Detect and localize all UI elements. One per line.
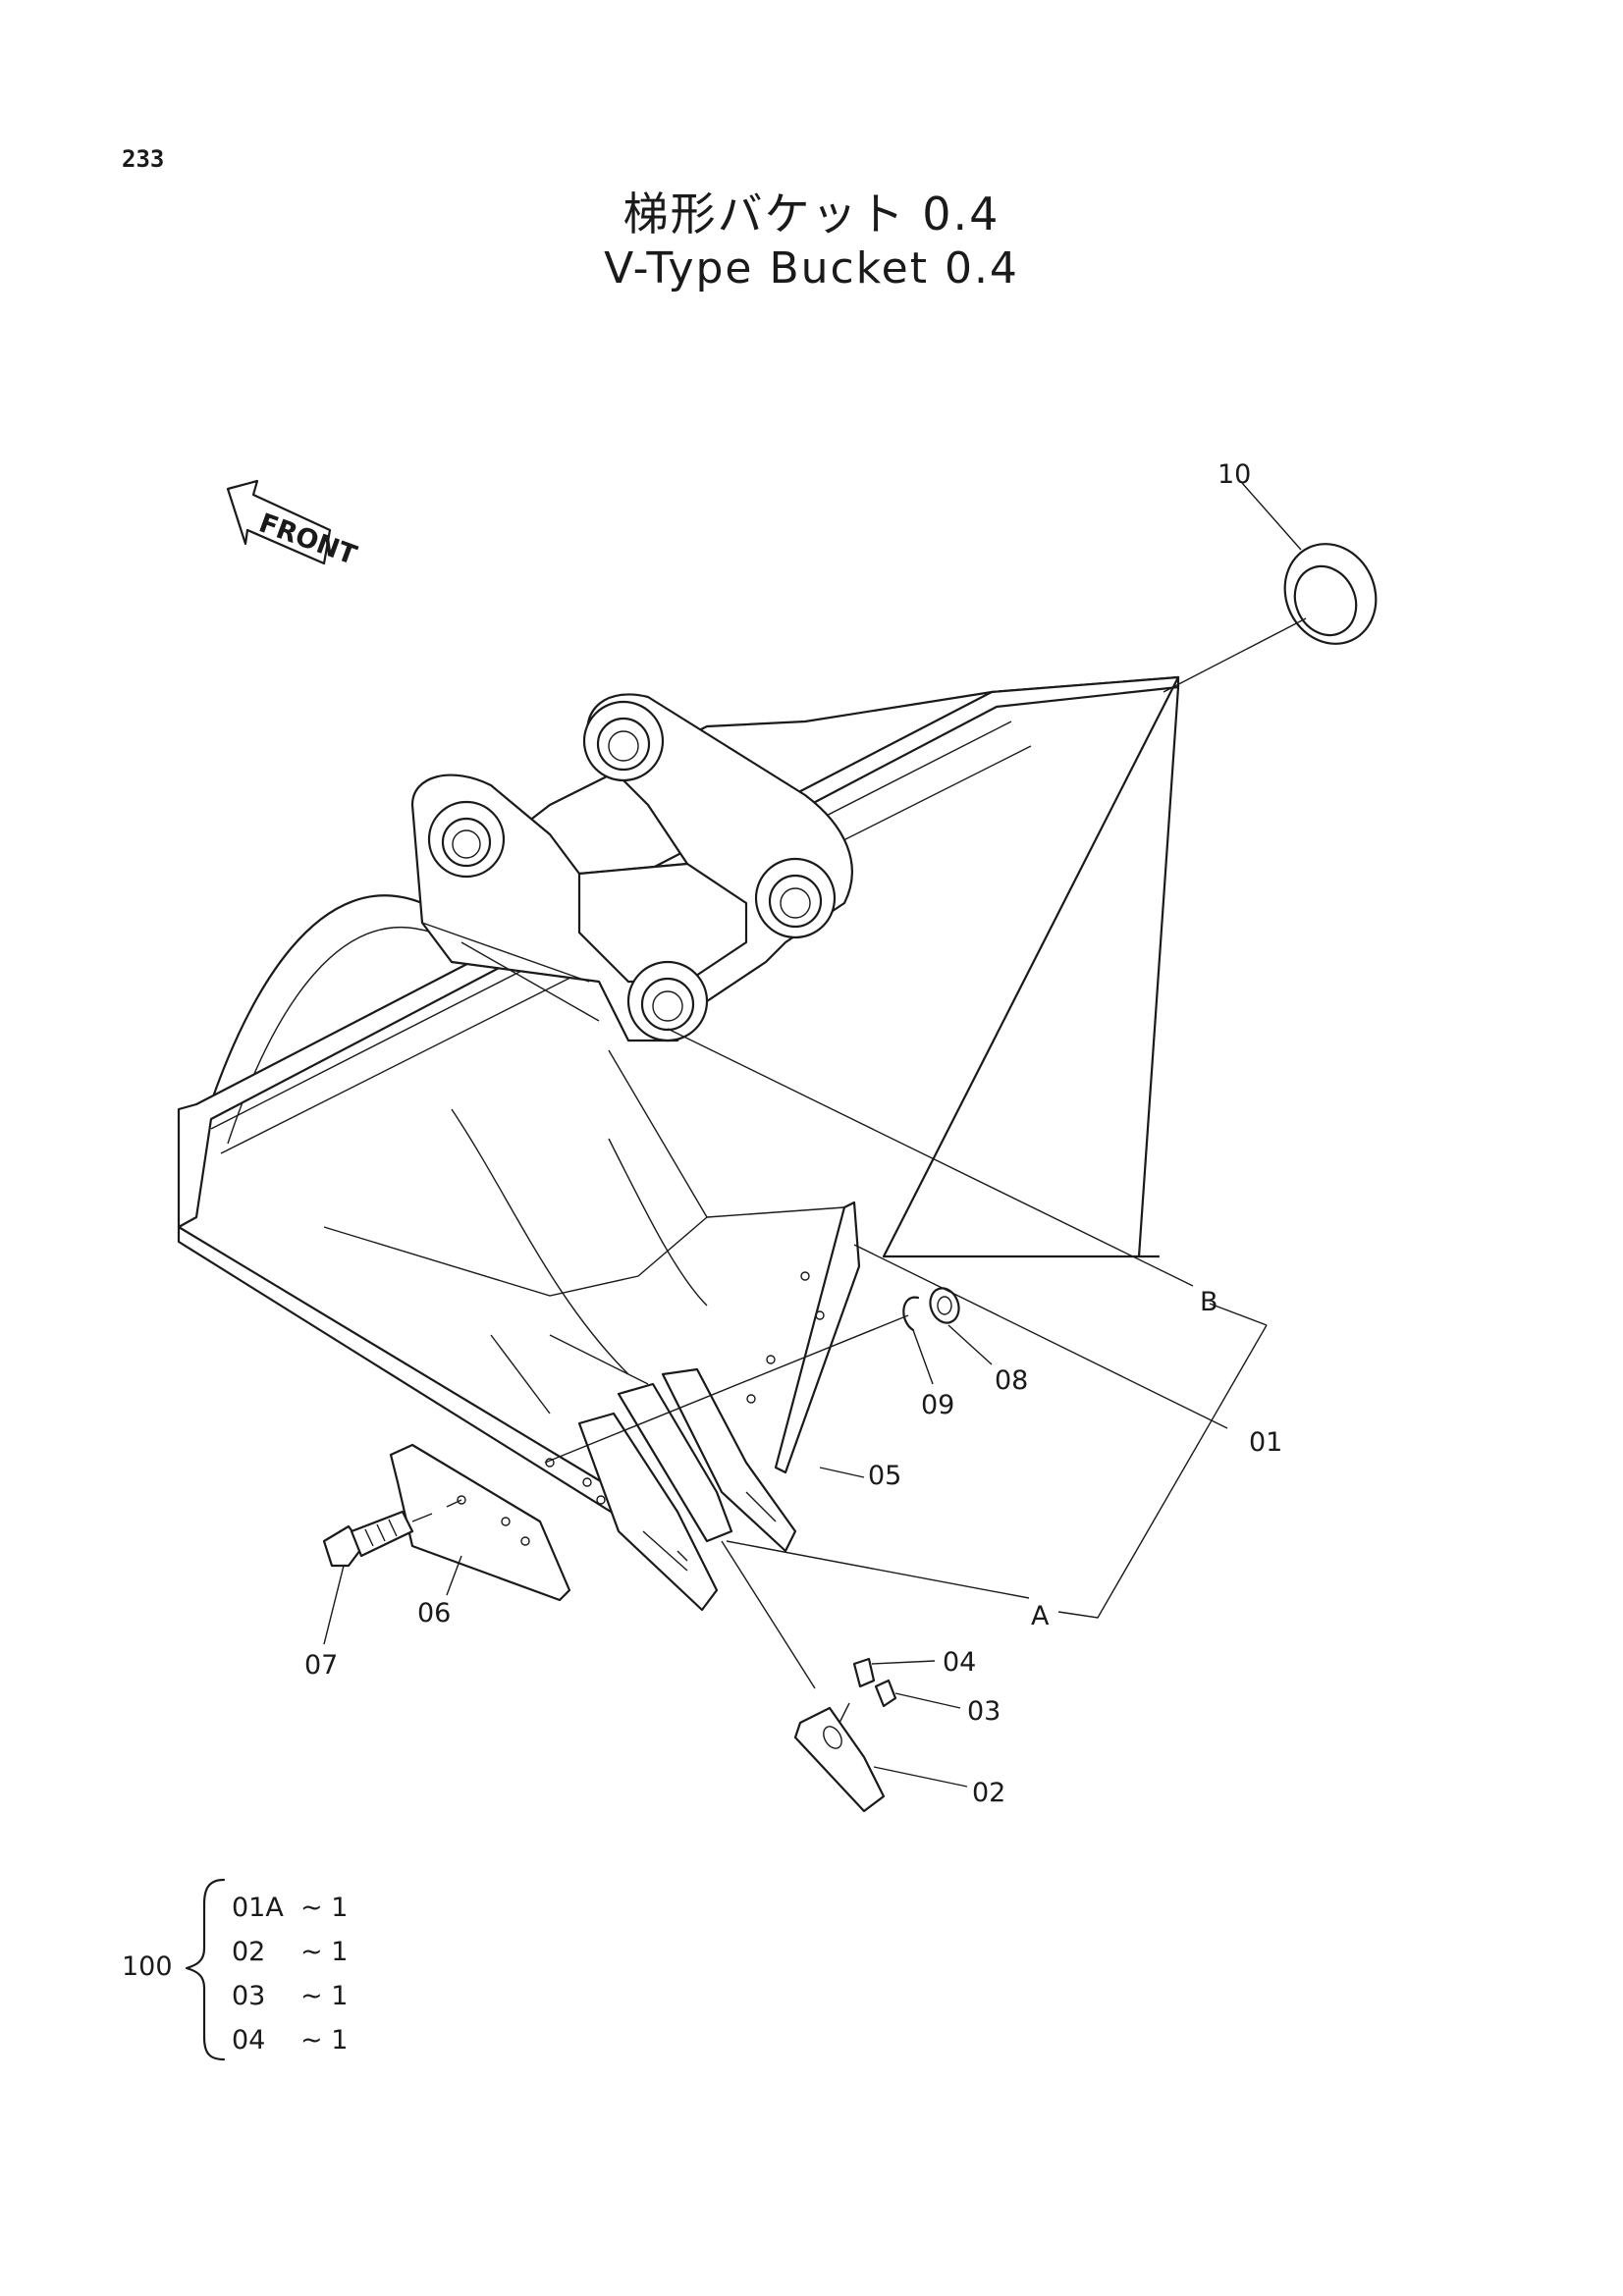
- part-07-bolt: [322, 1510, 433, 1645]
- callout-05: 05: [868, 1461, 901, 1491]
- bucket-teeth: [577, 1367, 797, 1612]
- pin-boss-top-right: [582, 700, 665, 782]
- callout-10: 10: [1217, 459, 1251, 490]
- callout-01: 01: [1249, 1427, 1282, 1458]
- title-english: V-Type Bucket 0.4: [604, 243, 1019, 294]
- kit-item-part: 03: [232, 1981, 266, 2011]
- part-04-pin: [839, 1657, 936, 1724]
- kit-item-qty: ~ 1: [300, 1937, 349, 1967]
- callout-06: 06: [417, 1598, 451, 1629]
- page-number: 233: [122, 145, 165, 173]
- title-japanese: 梯形バケット 0.4: [622, 187, 1001, 240]
- kit-item-qty: ~ 1: [300, 1981, 349, 2011]
- callout-07: 07: [304, 1650, 338, 1681]
- bucket-bracket: [410, 693, 853, 1042]
- callout-B: B: [1200, 1287, 1218, 1317]
- pin-boss-top-left: [427, 800, 506, 879]
- front-label: FRONT: [255, 507, 361, 571]
- callout-03: 03: [967, 1696, 1001, 1727]
- kit-brace: [185, 1878, 226, 2061]
- kit-item-part: 01A: [232, 1893, 284, 1923]
- part-08-nut: [929, 1287, 993, 1365]
- part-06-side-cutter: [389, 1443, 571, 1602]
- part-02-tooth-point: [793, 1706, 968, 1813]
- part-03-lock: [874, 1679, 961, 1709]
- kit-item-part: 04: [232, 2025, 266, 2056]
- callout-08: 08: [995, 1365, 1028, 1396]
- assembly-leaders: [667, 1028, 1268, 1619]
- kit-number: 100: [122, 1951, 173, 1982]
- pin-boss-bottom: [626, 960, 709, 1042]
- kit-item-qty: ~ 1: [300, 1893, 349, 1923]
- front-arrow-icon: FRONT: [226, 479, 361, 571]
- callout-02: 02: [972, 1778, 1005, 1808]
- callout-04: 04: [943, 1647, 976, 1678]
- callout-A: A: [1031, 1601, 1050, 1631]
- part-10-seal-ring: [1163, 482, 1378, 693]
- kit-item-part: 02: [232, 1937, 266, 1967]
- pin-boss-mid-right: [754, 857, 837, 939]
- callout-09: 09: [921, 1390, 954, 1420]
- kit-item-qty: ~ 1: [300, 2025, 349, 2056]
- part-09-snap-ring: [544, 1296, 934, 1464]
